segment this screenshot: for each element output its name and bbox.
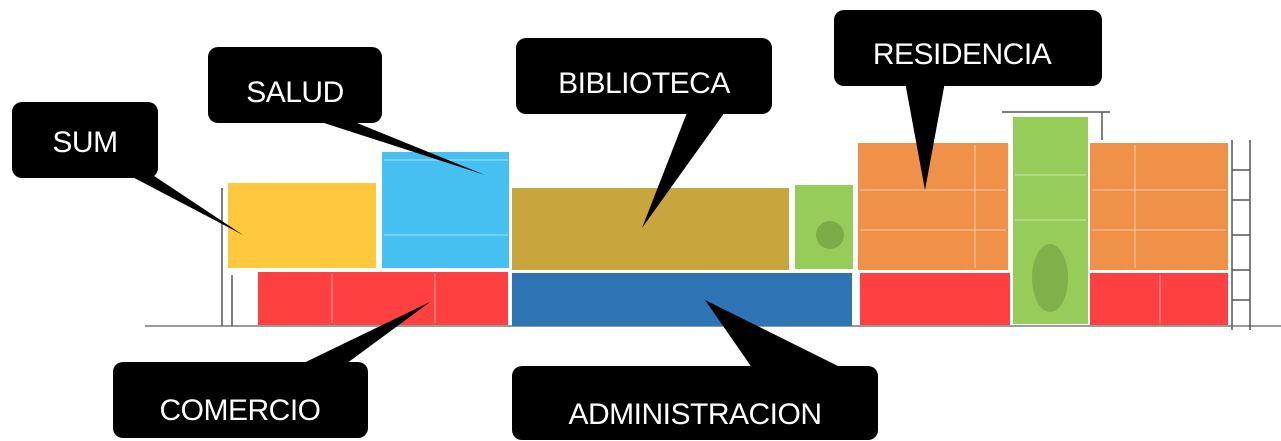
program-blocks	[228, 117, 1228, 326]
block-residencia-left	[858, 143, 1008, 270]
callout-comercio-label: COMERCIO	[160, 394, 321, 427]
callout-biblioteca: BIBLIOTECA	[516, 38, 772, 228]
callout-administracion-label: ADMINISTRACION	[568, 398, 821, 431]
callout-residencia-label: RESIDENCIA	[873, 38, 1052, 71]
block-comercio-right	[1090, 273, 1228, 325]
callout-residencia: RESIDENCIA	[834, 10, 1102, 190]
block-salud	[382, 152, 509, 268]
callout-administracion: ADMINISTRACION	[512, 300, 878, 440]
callout-biblioteca-label: BIBLIOTECA	[558, 67, 730, 100]
block-comercio-mid	[860, 273, 1010, 325]
block-residencia-right	[1090, 143, 1228, 270]
block-comercio-left	[258, 272, 508, 325]
callout-salud: SALUD	[208, 47, 485, 175]
block-biblioteca	[512, 188, 789, 270]
callout-comercio: COMERCIO	[113, 302, 430, 438]
block-sum	[228, 183, 376, 268]
callout-sum-label: SUM	[52, 126, 117, 159]
callout-sum: SUM	[12, 102, 243, 235]
callout-salud-label: SALUD	[246, 76, 344, 109]
block-administracion	[512, 273, 852, 326]
